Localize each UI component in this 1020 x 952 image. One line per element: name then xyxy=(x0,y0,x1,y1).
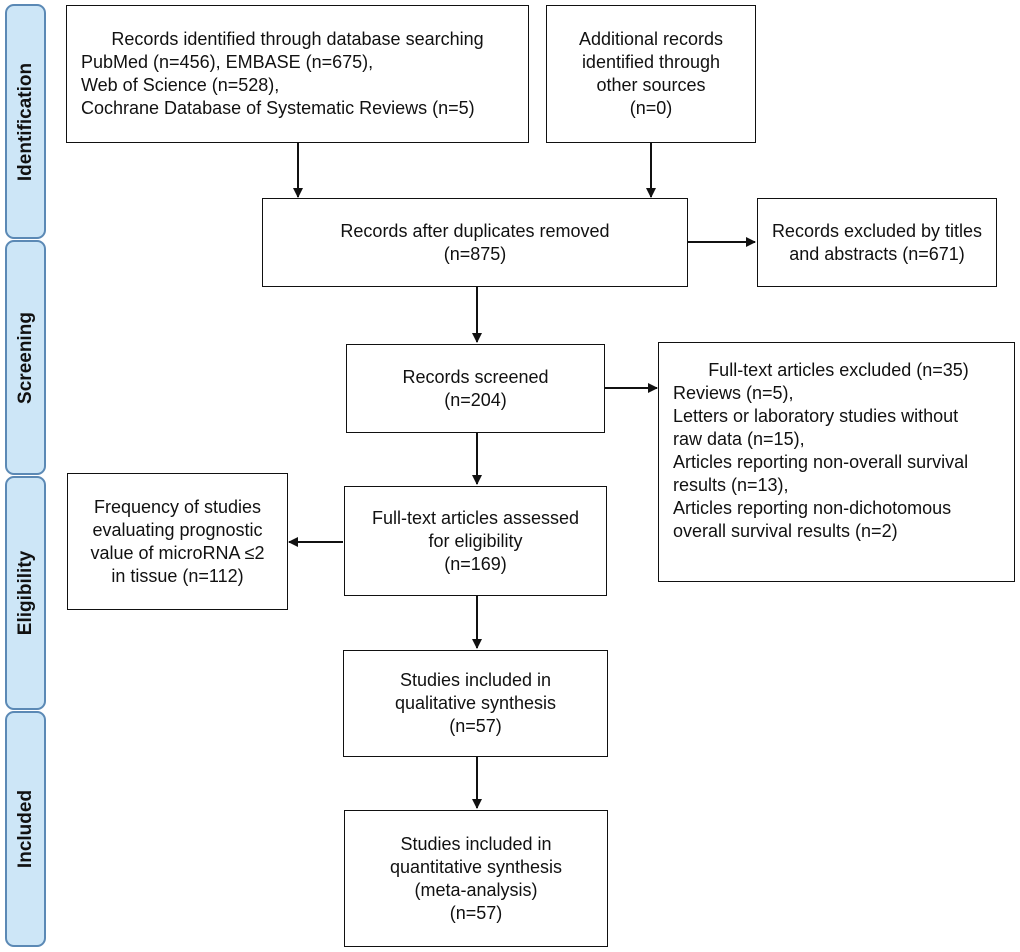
box-frequency-studies-line: in tissue (n=112) xyxy=(111,565,244,586)
box-database-search-line: PubMed (n=456), EMBASE (n=675), xyxy=(81,52,374,72)
box-qualitative-synthesis-line: Studies included in xyxy=(399,670,552,690)
box-database-search-line: Web of Science (n=528), xyxy=(81,75,280,95)
box-after-duplicates-line: Records after duplicates removed xyxy=(340,220,610,241)
box-quantitative-synthesis: Studies included in quantitative synthes… xyxy=(344,810,608,947)
box-qualitative-synthesis: Studies included in qualitative synthesi… xyxy=(343,650,608,757)
box-after-duplicates-line: (n=875) xyxy=(443,243,507,264)
box-fulltext-excluded: Full-text articles excluded (n=35) Revie… xyxy=(658,342,1015,582)
phase-included: Included xyxy=(5,711,46,947)
box-fulltext-excluded-line: results (n=13), xyxy=(673,475,789,495)
box-records-screened: Records screened (n=204) xyxy=(346,344,605,433)
box-fulltext-assessed: Full-text articles assessed for eligibil… xyxy=(344,486,607,596)
box-fulltext-excluded-line: Articles reporting non-overall survival xyxy=(673,452,969,472)
box-quantitative-synthesis-line: (n=57) xyxy=(449,902,503,923)
box-frequency-studies-line: evaluating prognostic xyxy=(92,519,263,540)
box-qualitative-synthesis-line: (n=57) xyxy=(449,716,502,736)
box-quantitative-synthesis-line: quantitative synthesis xyxy=(389,856,563,877)
box-excluded-titles: Records excluded by titles and abstracts… xyxy=(757,198,997,287)
box-fulltext-excluded-line: Reviews (n=5), xyxy=(673,383,794,403)
box-qualitative-synthesis-line: qualitative synthesis xyxy=(394,693,557,713)
box-fulltext-excluded-line: Articles reporting non-dichotomous xyxy=(673,498,952,518)
box-frequency-studies-line: value of microRNA ≤2 xyxy=(90,542,265,563)
box-additional-records-line: Additional records xyxy=(578,29,724,49)
phase-screening: Screening xyxy=(5,240,46,475)
box-additional-records-line: other sources xyxy=(596,75,706,95)
box-records-screened-line: (n=204) xyxy=(444,389,507,410)
box-fulltext-excluded-line: overall survival results (n=2) xyxy=(673,521,898,541)
box-records-screened-line: Records screened xyxy=(402,366,549,387)
box-fulltext-excluded-line: Letters or laboratory studies without xyxy=(673,406,959,426)
box-frequency-studies: Frequency of studies evaluating prognost… xyxy=(67,473,288,610)
phase-identification: Identification xyxy=(5,4,46,239)
box-after-duplicates: Records after duplicates removed (n=875) xyxy=(262,198,688,287)
box-additional-records-line: (n=0) xyxy=(629,98,673,118)
box-fulltext-assessed-line: Full-text articles assessed xyxy=(371,507,580,528)
box-fulltext-assessed-line: for eligibility xyxy=(428,530,523,551)
box-quantitative-synthesis-line: Studies included in xyxy=(400,833,552,854)
box-excluded-titles-line: and abstracts (n=671) xyxy=(789,243,965,264)
box-frequency-studies-line: Frequency of studies xyxy=(93,496,262,517)
phase-eligibility: Eligibility xyxy=(5,476,46,710)
box-database-search-line: Records identified through database sear… xyxy=(111,29,484,49)
box-database-search: Records identified through database sear… xyxy=(66,5,529,143)
box-additional-records-line: identified through xyxy=(581,52,721,72)
box-excluded-titles-line: Records excluded by titles xyxy=(771,220,983,241)
box-quantitative-synthesis-line: (meta-analysis) xyxy=(414,879,538,900)
box-additional-records: Additional records identified through ot… xyxy=(546,5,756,143)
box-fulltext-assessed-line: (n=169) xyxy=(444,553,507,574)
box-fulltext-excluded-line: Full-text articles excluded (n=35) xyxy=(708,360,969,380)
box-database-search-line: Cochrane Database of Systematic Reviews … xyxy=(81,98,475,118)
box-fulltext-excluded-line: raw data (n=15), xyxy=(673,429,805,449)
